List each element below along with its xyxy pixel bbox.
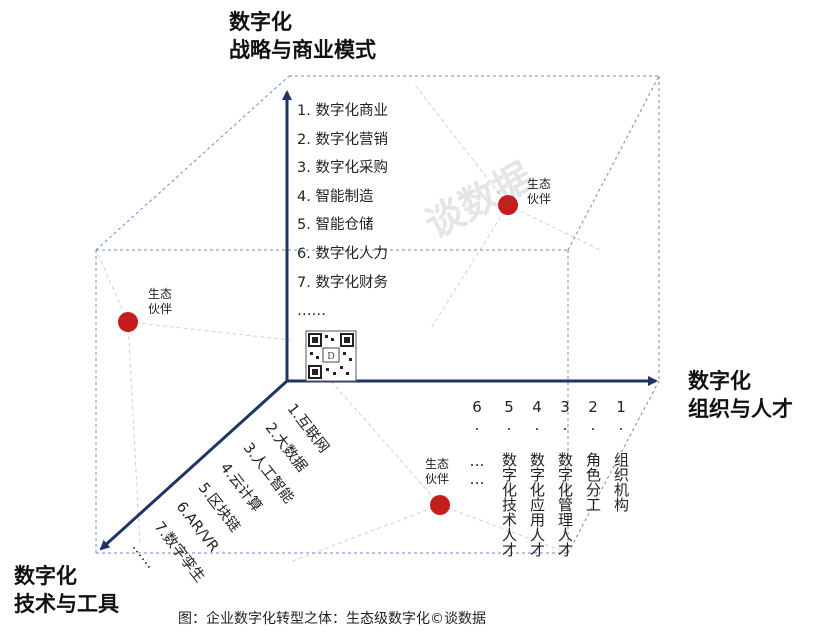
x-axis-item: 4. 数字化应用人才 [528, 398, 546, 557]
eco-partner-label: 生态 伙伴 [425, 457, 449, 487]
x-axis-item: 3. 数字化管理人才 [556, 398, 574, 557]
x-axis-item: 6. …… [468, 398, 486, 488]
list-item: 6. 数字化人力 [297, 245, 388, 262]
x-axis-item: 2. 角色分工 [584, 398, 602, 512]
list-item: 3. 数字化采购 [297, 160, 388, 177]
y-axis-items: 1. 数字化商业 2. 数字化营销 3. 数字化采购 4. 智能制造 5. 智能… [297, 97, 388, 326]
eco-partner-dot [430, 495, 450, 515]
eco-partner-label: 生态 伙伴 [527, 177, 551, 207]
x-axis-item: 1. 组织机构 [612, 398, 630, 512]
svg-text:D: D [327, 351, 334, 362]
eco-partner-dot [498, 195, 518, 215]
x-axis-title-line: 数字化 [688, 369, 751, 393]
list-item: 1. 数字化商业 [297, 103, 388, 119]
eco-partner-label-line: 伙伴 [527, 192, 552, 206]
z-axis-title-line: 数字化 [14, 564, 77, 588]
z-axis-title-line: 技术与工具 [14, 592, 119, 616]
y-axis-title: 数字化 战略与商业模式 [229, 8, 376, 64]
eco-partner-label-line: 生态 [425, 457, 450, 471]
x-axis-title-line: 组织与人才 [688, 397, 793, 421]
cube-edges [95, 75, 660, 554]
figure-caption: 图：企业数字化转型之体：生态级数字化©谈数据 [178, 611, 486, 627]
eco-partner-label-line: 伙伴 [425, 472, 450, 486]
list-item: 2. 数字化营销 [297, 131, 388, 148]
x-axis-title: 数字化 组织与人才 [688, 367, 793, 423]
list-item: 4. 智能制造 [297, 188, 374, 205]
eco-partner-dot [118, 312, 138, 332]
eco-partner-label: 生态 伙伴 [148, 287, 172, 317]
list-item: …… [297, 303, 326, 320]
z-axis-title: 数字化 技术与工具 [14, 562, 119, 618]
x-axis-item: 5. 数字化技术人才 [500, 398, 518, 557]
list-item: 5. 智能仓储 [297, 217, 374, 234]
y-axis-title-line: 数字化 [229, 10, 292, 34]
eco-partner-label-line: 伙伴 [148, 302, 173, 316]
z-axis [99, 379, 289, 551]
y-axis-title-line: 战略与商业模式 [229, 38, 376, 62]
list-item: 7. 数字化财务 [297, 274, 388, 291]
eco-partner-label-line: 生态 [527, 177, 552, 191]
eco-partner-label-line: 生态 [148, 287, 173, 301]
qr-code-icon: D [305, 330, 357, 382]
